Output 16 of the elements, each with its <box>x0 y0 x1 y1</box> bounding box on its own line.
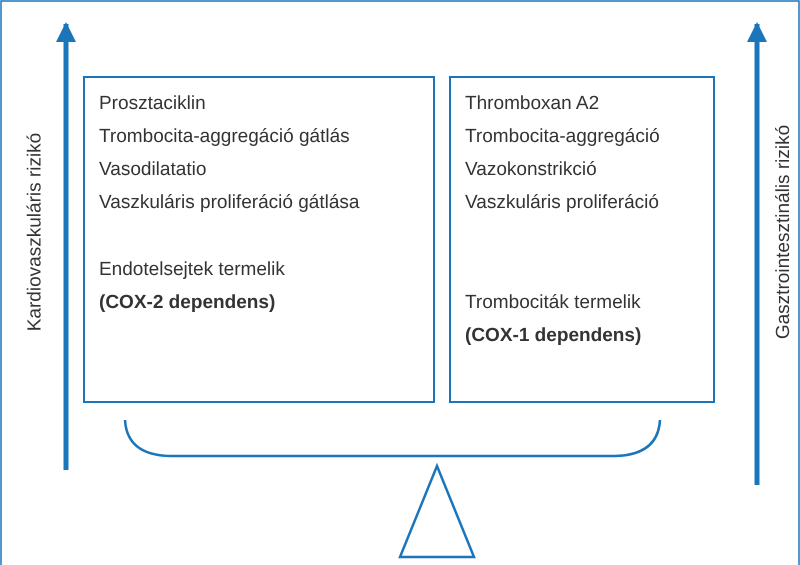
text-line: Vasodilatatio <box>99 158 206 182</box>
axis-label: Gasztrointesztinális rizikó <box>772 124 796 340</box>
text-line: Trombocita-aggregáció <box>465 125 660 149</box>
axis-label: Kardiovaszkuláris rizikó <box>22 132 46 332</box>
text-line: Prosztaciklin <box>99 92 206 116</box>
dependency-note: (COX-2 dependens) <box>99 291 276 315</box>
text-line: Vaszkuláris proliferáció <box>465 191 659 215</box>
text-line: Thromboxan A2 <box>465 92 600 116</box>
text-line: Vaszkuláris proliferáció gátlása <box>99 191 360 215</box>
text-box <box>83 76 435 403</box>
text-box <box>449 76 715 403</box>
text-line: Trombocita-aggregáció gátlás <box>99 125 350 149</box>
text-line: Vazokonstrikció <box>465 158 597 182</box>
dependency-note: (COX-1 dependens) <box>465 324 642 348</box>
text-line: Endotelsejtek termelik <box>99 258 285 282</box>
text-line: Trombociták termelik <box>465 291 641 315</box>
